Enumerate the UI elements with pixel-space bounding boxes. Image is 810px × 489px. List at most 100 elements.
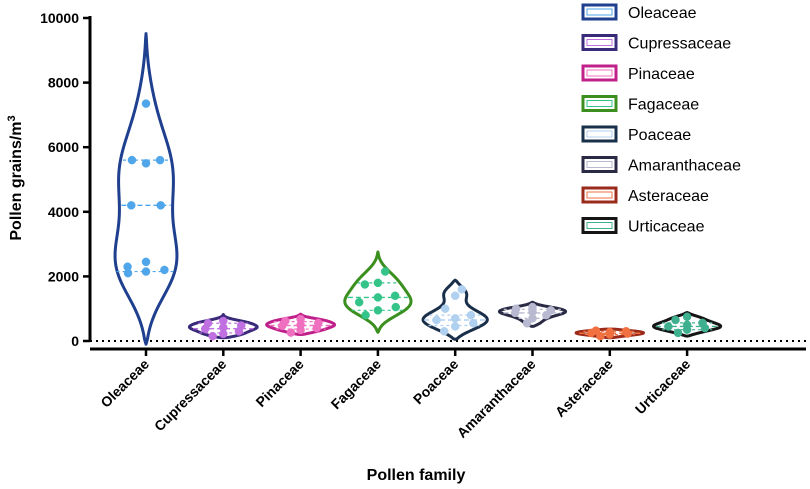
legend-swatch — [581, 3, 618, 21]
data-point — [596, 331, 605, 341]
plot-area — [90, 32, 806, 346]
data-point — [237, 321, 246, 330]
data-point — [605, 327, 615, 337]
violin-cupressaceae — [187, 312, 259, 341]
data-point — [439, 327, 449, 336]
y-tick-label: 0 — [71, 333, 79, 349]
violin-amaranthaceae — [497, 300, 568, 328]
x-tick-label: Amaranthaceae — [454, 356, 539, 441]
x-tick-label: Poaceae — [410, 356, 462, 408]
violin-asteraceae — [574, 326, 645, 341]
data-point — [354, 297, 364, 307]
legend-swatch — [581, 95, 618, 112]
legend-swatch — [581, 186, 618, 204]
data-point — [621, 327, 631, 336]
data-point — [373, 306, 383, 315]
y-axis-title: Pollen grains/m3 — [6, 115, 25, 240]
data-point — [123, 262, 132, 271]
y-tick-label: 2000 — [48, 268, 79, 284]
y-axis-title-superscript: 3 — [6, 115, 18, 121]
legend-item-poaceae: Poaceae — [581, 125, 691, 144]
legend-item-amaranthaceae: Amaranthaceae — [581, 156, 741, 175]
data-point — [450, 291, 460, 301]
data-point — [155, 155, 165, 165]
data-point — [127, 155, 137, 165]
data-point — [698, 318, 707, 328]
data-point — [450, 314, 460, 323]
data-point — [281, 316, 290, 326]
data-point — [203, 318, 213, 328]
legend-swatch — [581, 64, 618, 82]
legend-label: Oleaceae — [628, 5, 697, 22]
y-tick-label: 6000 — [48, 139, 79, 155]
legend-item-cupressaceae: Cupressaceae — [581, 34, 731, 53]
legend-swatch-inner — [586, 161, 613, 168]
data-point — [432, 315, 441, 325]
data-point — [141, 267, 151, 276]
data-point — [141, 257, 151, 267]
y-tick-label: 4000 — [48, 204, 79, 220]
data-point — [127, 201, 136, 210]
legend-label: Fagaceae — [628, 97, 699, 114]
x-tick-label: Cupressaceae — [151, 356, 230, 435]
legend-label: Cupressaceae — [628, 36, 731, 53]
x-tick-label: Oleaceae — [97, 356, 152, 411]
legend-swatch-inner — [586, 130, 613, 138]
x-tick-label: Pinaceae — [252, 356, 306, 410]
data-point — [296, 314, 305, 324]
data-point — [141, 99, 151, 108]
violin-pinaceae — [265, 312, 337, 337]
data-point — [286, 328, 296, 337]
legend-swatch-inner — [586, 100, 613, 107]
legend-label: Poaceae — [628, 127, 691, 144]
legend-label: Asteraceae — [628, 188, 709, 205]
legend-swatch — [581, 125, 618, 143]
legend-item-fagaceae: Fagaceae — [581, 95, 699, 114]
data-point — [457, 285, 467, 294]
data-point — [664, 322, 673, 331]
legend-swatch-inner — [586, 69, 613, 77]
legend-label: Urticaceae — [628, 219, 705, 236]
data-point — [373, 278, 383, 288]
legend-label: Amaranthaceae — [628, 158, 741, 175]
data-point — [591, 326, 601, 335]
data-point — [440, 304, 450, 313]
legend-label: Pinaceae — [628, 66, 695, 83]
x-axis-title: Pollen family — [367, 467, 466, 484]
data-point — [219, 316, 228, 326]
data-point — [361, 310, 370, 320]
legend-swatch — [581, 217, 618, 234]
legend-swatch — [581, 156, 618, 173]
data-point — [391, 302, 401, 312]
data-point — [466, 310, 476, 320]
data-point — [682, 320, 692, 330]
data-point — [469, 318, 478, 328]
x-tick-label: Urticaceae — [632, 356, 694, 418]
violin-oleaceae — [113, 32, 179, 346]
y-axis: 0 2000 4000 6000 8000 10000 — [40, 10, 92, 349]
data-point — [682, 312, 692, 322]
violin-outline — [343, 250, 413, 334]
x-tick-label: Fagaceae — [328, 356, 385, 413]
violin-urticaceae — [652, 311, 723, 338]
data-point — [511, 304, 521, 313]
violin-fagaceae — [343, 250, 413, 334]
legend-swatch-inner — [586, 39, 613, 46]
data-point — [671, 315, 680, 325]
data-point — [380, 267, 390, 276]
data-point — [373, 293, 383, 302]
data-point — [673, 328, 683, 338]
data-point — [450, 322, 460, 331]
y-tick-label: 10000 — [40, 10, 79, 26]
data-point — [522, 318, 532, 328]
violin-outline — [113, 32, 179, 346]
x-tick-label: Asteraceae — [552, 356, 616, 420]
legend-swatch-inner — [586, 222, 613, 229]
legend-item-urticaceae: Urticaceae — [581, 217, 705, 236]
y-tick-label: 8000 — [48, 75, 79, 91]
legend-item-oleaceae: Oleaceae — [581, 3, 697, 22]
legend-swatch-inner — [586, 191, 613, 199]
legend-item-pinaceae: Pinaceae — [581, 64, 695, 83]
legend-item-asteraceae: Asteraceae — [581, 186, 709, 205]
